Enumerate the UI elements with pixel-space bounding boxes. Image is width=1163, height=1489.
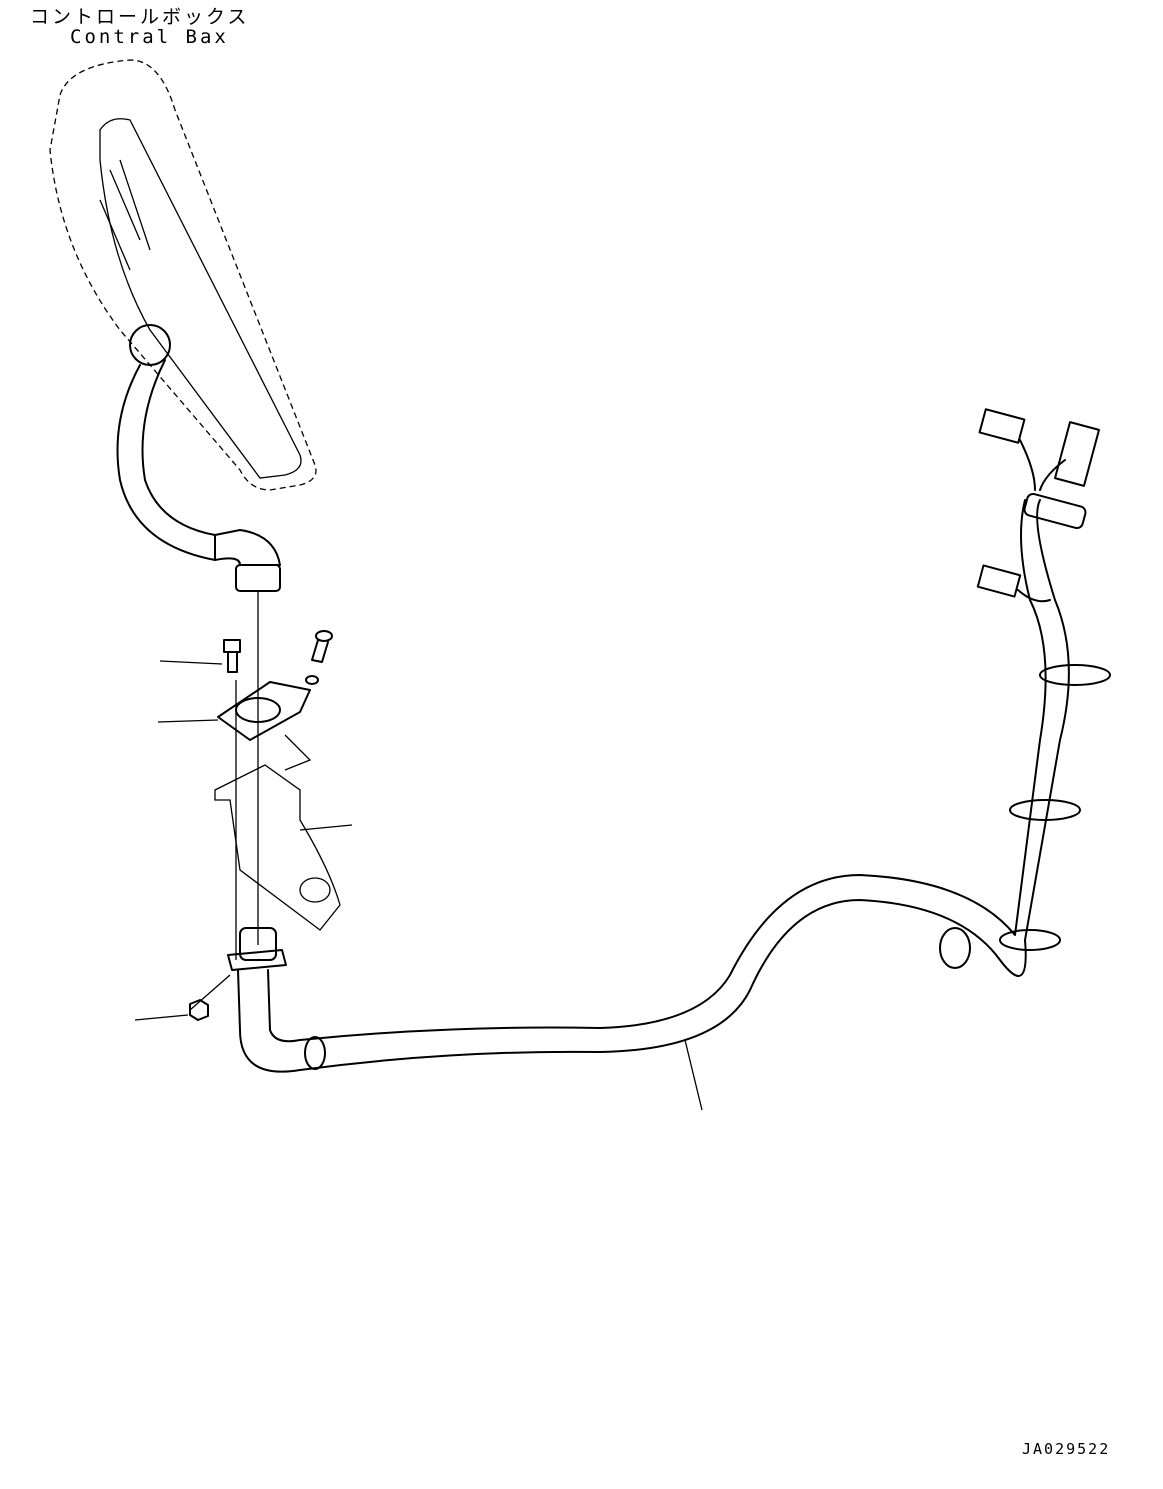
- bracket: [214, 734, 353, 931]
- control-box-label-english: Contral Bax: [70, 26, 229, 48]
- bolt: [159, 639, 241, 673]
- control-box-label-japanese: コントロールボックス: [30, 6, 250, 28]
- mounting-plate: [157, 681, 311, 741]
- screw-and-washer: [305, 630, 333, 685]
- main-harness: [134, 499, 1070, 1111]
- harness-connectors: [304, 408, 1111, 1070]
- control-box: [49, 59, 317, 491]
- drawing-number: JA029522: [1022, 1440, 1111, 1458]
- upper-cable: [116, 359, 281, 592]
